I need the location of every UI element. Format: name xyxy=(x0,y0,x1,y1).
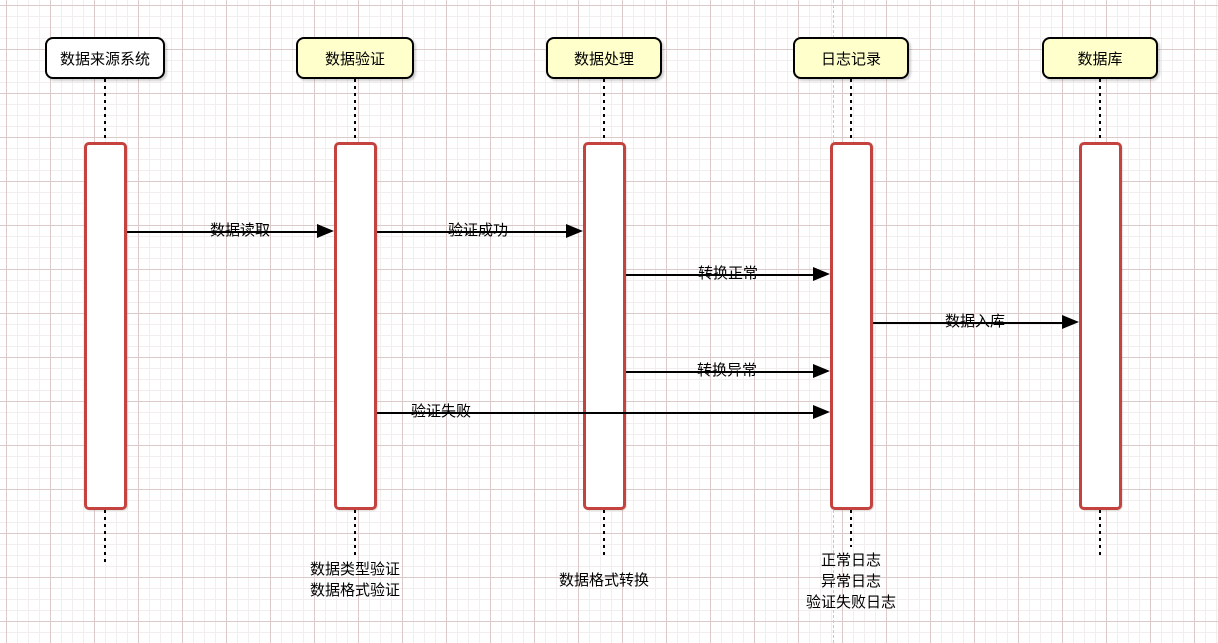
actor-head-source[interactable]: 数据来源系统 xyxy=(45,37,165,79)
annotation-2[interactable]: 数据格式转换 xyxy=(559,570,649,591)
activation-bar-source[interactable] xyxy=(83,142,127,510)
lifeline-process-bottom xyxy=(603,510,605,557)
message-label: 转换异常 xyxy=(696,362,758,379)
annotation-line: 数据格式验证 xyxy=(309,582,401,599)
message-label: 验证失败 xyxy=(410,403,472,420)
lifeline-log-bottom xyxy=(850,510,852,547)
message-line xyxy=(126,231,319,233)
arrowhead-icon xyxy=(812,405,830,419)
annotation-line: 数据类型验证 xyxy=(309,561,401,578)
actor-head-log[interactable]: 日志记录 xyxy=(793,37,909,79)
actor-label: 数据库 xyxy=(1077,50,1123,68)
annotation-line: 数据格式转换 xyxy=(558,572,650,589)
actor-label: 数据处理 xyxy=(573,50,634,68)
message-line xyxy=(376,231,568,233)
arrowhead-icon xyxy=(316,224,334,238)
actor-head-process[interactable]: 数据处理 xyxy=(546,37,662,79)
activation-bar-validate[interactable] xyxy=(333,142,377,510)
actor-head-validate[interactable]: 数据验证 xyxy=(296,37,414,79)
message-line xyxy=(376,412,815,414)
actor-label: 日志记录 xyxy=(820,50,881,68)
message-line xyxy=(872,322,1064,324)
actor-label: 数据来源系统 xyxy=(59,50,150,68)
message-line xyxy=(625,274,815,276)
actor-head-db[interactable]: 数据库 xyxy=(1042,37,1158,79)
actor-label: 数据验证 xyxy=(324,50,385,68)
annotation-line: 异常日志 xyxy=(820,573,882,590)
annotation-line: 验证失败日志 xyxy=(805,594,897,611)
lifeline-process-top xyxy=(603,79,605,142)
activation-bar-db[interactable] xyxy=(1078,142,1122,510)
message-line xyxy=(625,371,815,373)
lifeline-log-top xyxy=(850,79,852,142)
annotation-3[interactable]: 正常日志异常日志验证失败日志 xyxy=(806,550,896,613)
lifeline-db-bottom xyxy=(1099,510,1101,557)
annotation-line: 正常日志 xyxy=(820,552,882,569)
message-label: 数据读取 xyxy=(209,222,271,239)
lifeline-db-top xyxy=(1099,79,1101,142)
message-label: 验证成功 xyxy=(447,222,509,239)
arrowhead-icon xyxy=(1061,315,1079,329)
arrowhead-icon xyxy=(565,224,583,238)
arrowhead-icon xyxy=(812,364,830,378)
activation-bar-log[interactable] xyxy=(829,142,873,510)
lifeline-validate-top xyxy=(354,79,356,142)
activation-bar-process[interactable] xyxy=(582,142,626,510)
annotation-1[interactable]: 数据类型验证数据格式验证 xyxy=(310,559,400,601)
lifeline-validate-bottom xyxy=(354,510,356,557)
arrowhead-icon xyxy=(812,267,830,281)
lifeline-source-top xyxy=(104,79,106,142)
message-label: 转换正常 xyxy=(697,265,759,282)
message-label: 数据入库 xyxy=(944,313,1006,330)
lifeline-source-bottom xyxy=(104,510,106,563)
